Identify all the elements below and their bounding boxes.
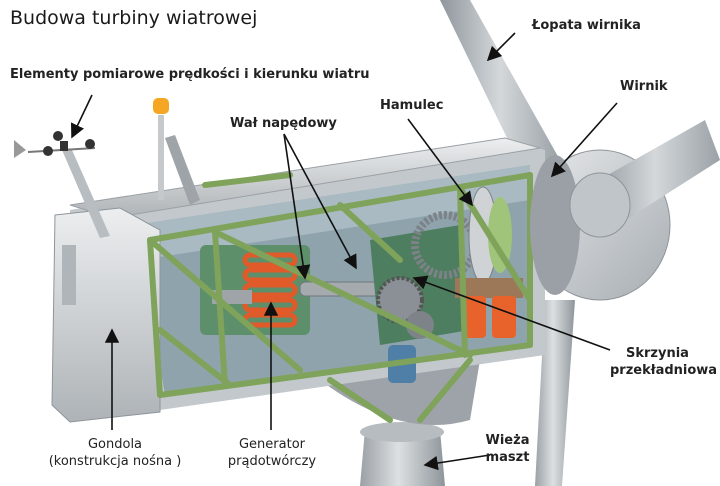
label-brake: Hamulec bbox=[380, 98, 444, 113]
beacon-light bbox=[153, 98, 200, 205]
diagram-title: Budowa turbiny wiatrowej bbox=[10, 7, 258, 29]
leader-lines bbox=[71, 32, 618, 471]
label-anemometer: Elementy pomiarowe prędkości i kierunku … bbox=[10, 67, 370, 82]
transformer bbox=[455, 278, 523, 338]
label-nacelle-line1: Gondola bbox=[87, 437, 143, 452]
label-gearbox: Skrzynia przekładniowa bbox=[610, 345, 718, 379]
label-generator: Generator prądotwórczy bbox=[222, 436, 322, 470]
anemometer bbox=[14, 131, 110, 238]
label-gearbox-line1: Skrzynia bbox=[626, 346, 689, 361]
label-nacelle: Gondola (konstrukcja nośna ) bbox=[30, 436, 200, 470]
label-rotor: Wirnik bbox=[620, 79, 668, 94]
label-tower-line1: Wieża bbox=[485, 433, 530, 448]
label-gearbox-line2: przekładniowa bbox=[610, 363, 718, 378]
label-tower-line2: maszt bbox=[485, 450, 530, 465]
label-rotor-blade: Łopata wirnika bbox=[532, 18, 641, 33]
rotor-hub bbox=[529, 120, 720, 301]
tower bbox=[360, 422, 445, 486]
label-generator-line2: prądotwórczy bbox=[227, 454, 317, 469]
label-nacelle-line2: (konstrukcja nośna ) bbox=[48, 454, 182, 469]
label-drive-shaft: Wał napędowy bbox=[230, 116, 337, 131]
label-tower: Wieża maszt bbox=[480, 432, 535, 466]
label-generator-line1: Generator bbox=[238, 437, 305, 452]
rotor-blade-upper bbox=[440, 0, 560, 175]
support-frame bbox=[147, 172, 533, 423]
